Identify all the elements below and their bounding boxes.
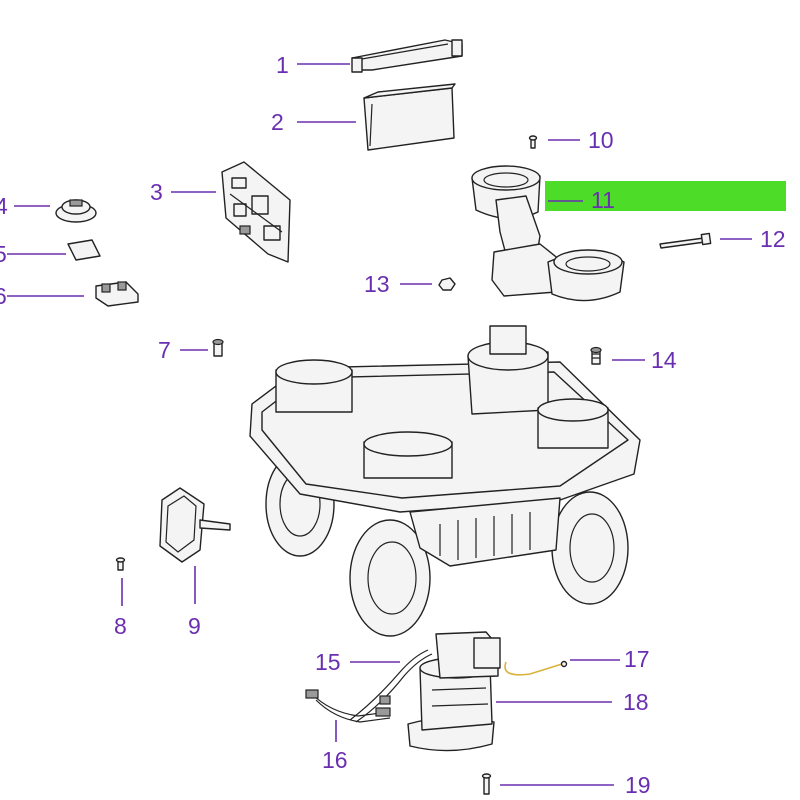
part-small-screw bbox=[528, 135, 538, 149]
wheel-rear-left bbox=[349, 519, 431, 637]
part-sensor-wire bbox=[504, 660, 568, 676]
motor-pod-left bbox=[275, 359, 353, 413]
part-wire-harness bbox=[349, 649, 433, 723]
part-connector-cable bbox=[305, 689, 391, 723]
callout-11-highlight bbox=[545, 181, 786, 211]
part-motor-bolt bbox=[481, 773, 492, 795]
callout-16: 16 bbox=[322, 747, 348, 773]
callout-2: 2 bbox=[271, 109, 284, 135]
callout-1: 1 bbox=[276, 52, 289, 78]
callout-6: 6 bbox=[0, 283, 7, 309]
callout-12: 12 bbox=[760, 226, 786, 252]
callout-13: 13 bbox=[364, 271, 390, 297]
part-motor-mount-arm bbox=[471, 165, 625, 302]
callout-labels: 1 2 3 4 5 6 7 8 9 10 11 12 13 14 15 16 1… bbox=[0, 52, 786, 798]
motor-pod-center bbox=[363, 431, 453, 479]
part-drive-motor-assembly bbox=[407, 631, 501, 752]
motor-pod-front bbox=[467, 325, 549, 415]
callout-5: 5 bbox=[0, 241, 7, 267]
callout-4: 4 bbox=[0, 193, 8, 219]
part-pin bbox=[115, 557, 126, 571]
callout-15: 15 bbox=[315, 649, 341, 675]
callout-17: 17 bbox=[624, 646, 650, 672]
part-flat-plate bbox=[67, 239, 101, 261]
part-handle-bar bbox=[351, 39, 463, 73]
part-standoff bbox=[212, 338, 224, 357]
callout-7: 7 bbox=[158, 337, 171, 363]
part-small-bracket bbox=[95, 281, 139, 307]
part-nut bbox=[438, 277, 456, 291]
motor-pod-right bbox=[537, 398, 609, 449]
callout-14: 14 bbox=[651, 347, 677, 373]
callout-3: 3 bbox=[150, 179, 163, 205]
part-robot-chassis bbox=[249, 325, 641, 637]
callout-8: 8 bbox=[114, 613, 127, 639]
callout-9: 9 bbox=[188, 613, 201, 639]
part-spring-standoff bbox=[590, 346, 602, 365]
wheel-rear-right bbox=[551, 491, 629, 605]
callout-19: 19 bbox=[625, 772, 651, 798]
part-control-board bbox=[221, 161, 291, 263]
callout-10: 10 bbox=[588, 127, 614, 153]
part-battery-pack bbox=[363, 83, 456, 151]
part-charging-contact-module bbox=[159, 487, 231, 563]
part-round-sensor bbox=[55, 199, 97, 223]
callout-18: 18 bbox=[623, 689, 649, 715]
leader-lines bbox=[7, 63, 752, 786]
part-long-bolt bbox=[659, 232, 712, 249]
callout-11: 11 bbox=[591, 187, 615, 213]
